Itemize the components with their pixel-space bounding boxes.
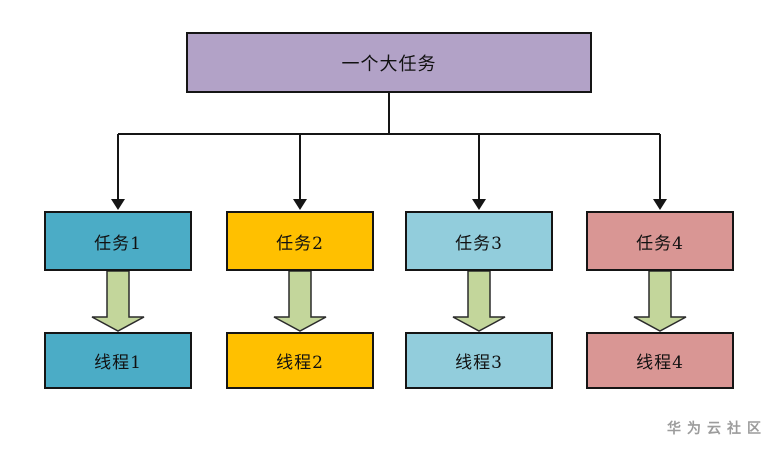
- node-thread-4-label: 线程4: [636, 353, 684, 373]
- connector-arrowhead-icon: [111, 199, 125, 210]
- watermark-text: 华为云社区: [667, 421, 767, 437]
- connector-arrowhead-icon: [293, 199, 307, 210]
- node-thread-2: 线程2: [226, 332, 374, 389]
- node-task-2: 任务2: [226, 211, 374, 271]
- node-thread-2-label: 线程2: [276, 353, 324, 373]
- node-task-4: 任务4: [586, 211, 734, 271]
- node-task-1-label: 任务1: [94, 233, 142, 254]
- node-task-4-label: 任务4: [636, 233, 684, 254]
- node-task-3: 任务3: [405, 211, 553, 271]
- connector-arrowhead-icon: [653, 199, 667, 210]
- node-big-task: 一个大任务: [186, 32, 592, 93]
- connector-arrowhead-icon: [472, 199, 486, 210]
- block-arrow-down-icon: [273, 270, 327, 332]
- node-task-1: 任务1: [44, 211, 192, 271]
- node-thread-1-label: 线程1: [94, 353, 142, 373]
- block-arrow-down-icon: [452, 270, 506, 332]
- node-thread-1: 线程1: [44, 332, 192, 389]
- block-arrow-down-icon: [633, 270, 687, 332]
- node-thread-3: 线程3: [405, 332, 553, 389]
- node-task-3-label: 任务3: [455, 233, 503, 254]
- node-big-task-label: 一个大任务: [341, 53, 437, 75]
- node-thread-3-label: 线程3: [455, 353, 503, 373]
- node-task-2-label: 任务2: [276, 233, 324, 254]
- connector-line: [117, 93, 661, 200]
- node-thread-4: 线程4: [586, 332, 734, 389]
- block-arrow-down-icon: [91, 270, 145, 332]
